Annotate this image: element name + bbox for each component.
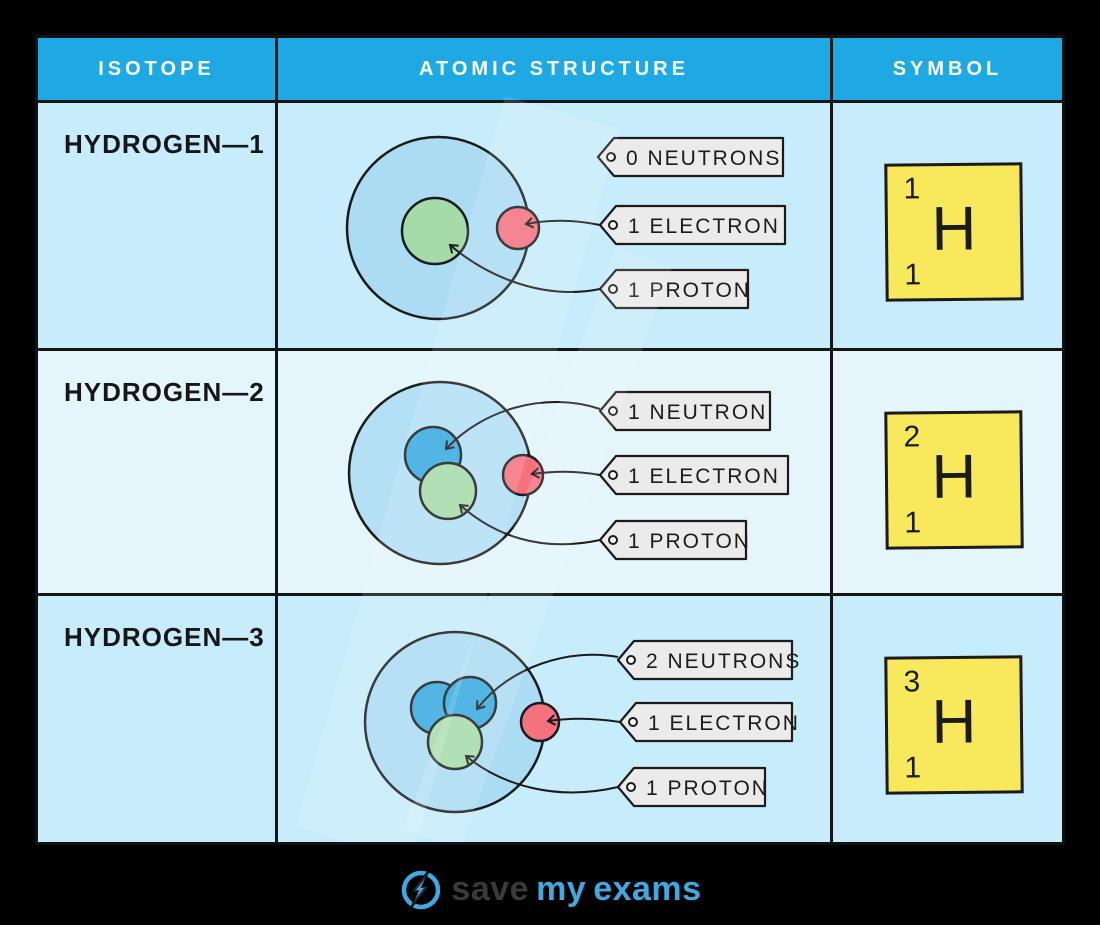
tag-proton: 1 PROTON	[598, 268, 751, 310]
brand-word-my: my	[536, 870, 587, 908]
tag-eyelet	[608, 535, 618, 545]
atom-diagram-hydrogen-3: 2 NEUTRONS 1 ELECTRON 1 PROTON	[363, 630, 801, 814]
atomic-structure-cell: 0 NEUTRONS 1 ELECTRON 1 PROTON	[278, 100, 833, 351]
symbol-cell: 3 H 1	[833, 593, 1062, 842]
isotope-name: HYDROGEN—2	[64, 377, 265, 407]
row-hydrogen-3: HYDROGEN—3	[38, 593, 1062, 842]
neutron-arrow	[475, 653, 619, 711]
tag-eyelet	[608, 406, 618, 416]
tag-electron: 1 ELECTRON	[598, 454, 790, 496]
tag-label: 1 ELECTRON	[648, 712, 800, 735]
symbol-cell: 2 H 1	[833, 348, 1062, 596]
proton-circle	[400, 196, 470, 266]
proton-arrow	[448, 243, 601, 293]
element-symbol: H	[931, 687, 977, 757]
tag-eyelet	[626, 782, 636, 792]
electron-arrow	[546, 714, 621, 726]
element-symbol: H	[931, 194, 977, 264]
isotope-table: ISOTOPE ATOMIC STRUCTURE SYMBOL HYDROGEN…	[35, 35, 1065, 845]
symbol-card-hydrogen-2: 2 H 1	[884, 410, 1024, 550]
tag-electron: 1 ELECTRON	[598, 204, 787, 246]
tag-label: 1 ELECTRON	[628, 465, 780, 488]
tag-label: 1 PROTON	[628, 279, 751, 302]
atom-diagram-hydrogen-1: 0 NEUTRONS 1 ELECTRON 1 PROTON	[345, 135, 787, 321]
isotope-name: HYDROGEN—1	[64, 129, 265, 159]
proton-arrow	[464, 754, 619, 794]
symbol-card-hydrogen-1: 1 H 1	[884, 162, 1024, 302]
atomic-number: 1	[904, 258, 922, 292]
tag-eyelet	[626, 655, 636, 665]
proton-arrow	[458, 503, 601, 546]
electron-circle	[495, 205, 541, 251]
tag-label: 1 PROTON	[646, 777, 769, 800]
column-header-label: ATOMIC STRUCTURE	[419, 57, 689, 80]
tag-eyelet	[606, 152, 616, 162]
column-header-label: SYMBOL	[892, 57, 1003, 80]
electron-arrow	[524, 217, 601, 229]
row-hydrogen-2: HYDROGEN—2	[38, 348, 1062, 596]
tag-label: 1 PROTON	[628, 530, 751, 553]
tag-proton: 1 PROTON	[616, 766, 769, 808]
atomic-number: 1	[904, 751, 922, 785]
atomic-structure-cell: 2 NEUTRONS 1 ELECTRON 1 PROTON	[278, 593, 833, 842]
electron-arrow	[530, 467, 601, 479]
isotope-cell: HYDROGEN—3	[38, 593, 278, 842]
header-row: ISOTOPE ATOMIC STRUCTURE SYMBOL	[38, 38, 1062, 100]
atom-diagram-hydrogen-2: 1 NEUTRON 1 ELECTRON 1 PROTON	[347, 380, 790, 566]
isotope-cell: HYDROGEN—2	[38, 348, 278, 596]
tag-electron: 1 ELECTRON	[618, 701, 800, 743]
isotope-name: HYDROGEN—3	[64, 622, 265, 652]
isotope-cell: HYDROGEN—1	[38, 100, 278, 351]
row-hydrogen-1: HYDROGEN—1	[38, 100, 1062, 351]
tag-eyelet	[608, 284, 618, 294]
tag-neutrons: 1 NEUTRON	[598, 390, 772, 432]
lightning-bolt-icon	[402, 866, 441, 912]
column-header-isotope: ISOTOPE	[38, 38, 278, 100]
neutron-arrow	[444, 401, 601, 451]
electron-circle	[519, 701, 561, 743]
atomic-number: 1	[904, 506, 922, 540]
column-header-symbol: SYMBOL	[833, 38, 1062, 100]
brand-logo: save my exams	[0, 866, 1100, 912]
brand-word-save: save	[451, 870, 530, 908]
symbol-card-hydrogen-3: 3 H 1	[884, 655, 1024, 795]
symbol-cell: 1 H 1	[833, 100, 1062, 351]
tag-proton: 1 PROTON	[598, 519, 751, 561]
tag-neutrons: 0 NEUTRONS	[596, 136, 785, 178]
tag-eyelet	[628, 717, 638, 727]
tag-eyelet	[608, 470, 618, 480]
tag-label: 0 NEUTRONS	[626, 147, 781, 170]
column-header-label: ISOTOPE	[98, 57, 215, 80]
tag-label: 1 NEUTRON	[628, 401, 767, 424]
tag-eyelet	[608, 220, 618, 230]
brand-word-exams: exams	[593, 870, 702, 908]
tag-neutrons: 2 NEUTRONS	[616, 639, 801, 681]
column-header-atomic-structure: ATOMIC STRUCTURE	[278, 38, 833, 100]
electron-circle	[501, 453, 545, 497]
tag-label: 2 NEUTRONS	[646, 650, 801, 673]
atomic-structure-cell: 1 NEUTRON 1 ELECTRON 1 PROTON	[278, 348, 833, 596]
element-symbol: H	[931, 442, 977, 512]
tag-label: 1 ELECTRON	[628, 215, 780, 238]
